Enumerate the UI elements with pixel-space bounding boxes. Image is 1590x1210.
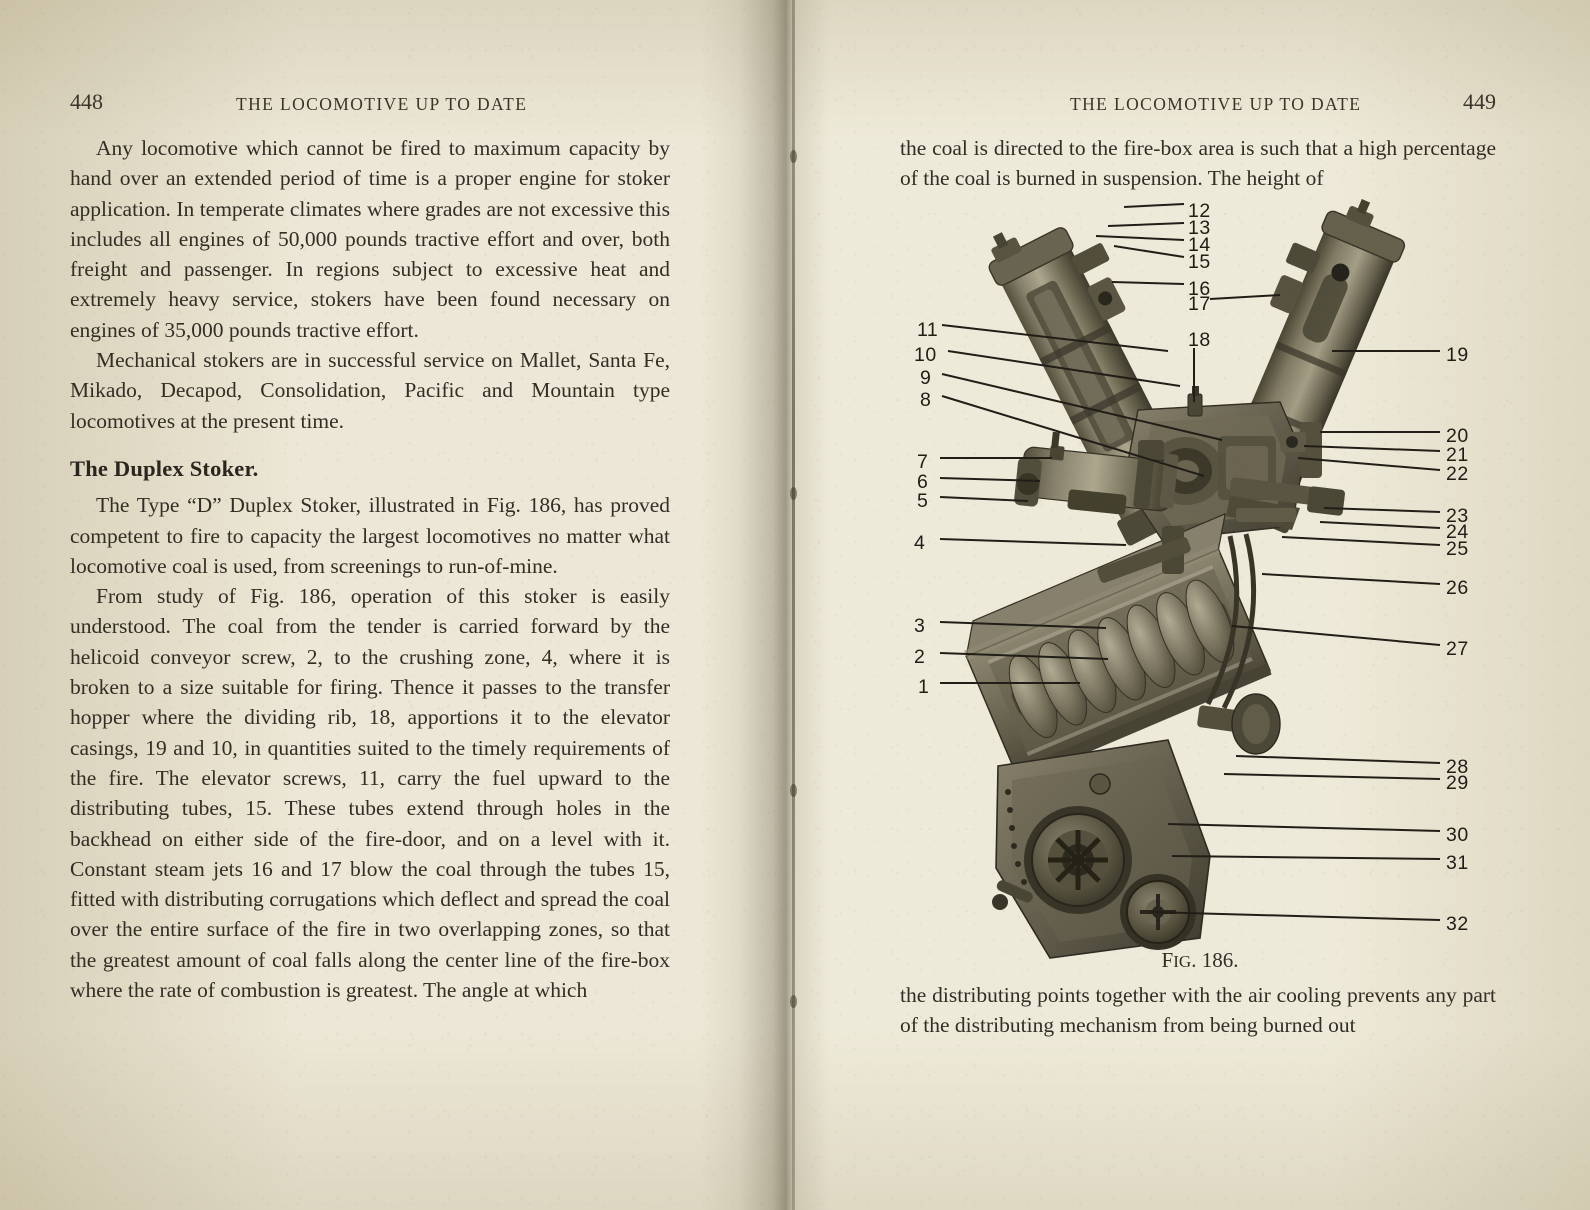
leader-line-6 [939,477,1041,482]
leader-line-3 [939,621,1107,629]
leader-line-17 [1209,294,1281,300]
callout-number-4: 4 [914,532,926,554]
left-page-running-head: THE LOCOMOTIVE UP TO DATE [236,94,528,114]
left-page-text-column: Any locomotive which cannot be fired to … [70,133,670,1005]
callout-number-31: 31 [1446,852,1469,874]
leader-line-10 [947,350,1181,387]
leader-line-26 [1261,573,1441,585]
gear-drive-housing [992,739,1211,959]
conveyor-trough [963,512,1272,782]
cross-brace [1097,537,1191,583]
leader-line-9 [941,373,1223,441]
leader-line-32 [1149,911,1441,921]
callout-number-17: 17 [1188,293,1211,315]
callout-number-8: 8 [920,389,932,411]
callout-number-29: 29 [1446,772,1469,794]
callout-number-21: 21 [1446,444,1469,466]
leader-line-8 [941,395,1205,477]
leader-line-16 [1111,281,1185,285]
leader-line-4 [939,538,1127,546]
leader-line-11 [941,324,1169,352]
leader-line-24 [1319,521,1441,529]
callout-number-3: 3 [914,615,926,637]
callout-number-22: 22 [1446,463,1469,485]
right-page-text-bottom: the distributing points together with th… [900,980,1496,1041]
callout-number-6: 6 [917,471,929,493]
callout-leader-lines [939,203,1441,921]
right-side-drive-shaft [1226,422,1345,530]
callout-number-16: 16 [1188,278,1211,300]
duplex-stoker-illustration [939,199,1441,959]
leader-line-25 [1281,536,1441,546]
section-heading: The Duplex Stoker. [70,455,259,481]
callout-number-10: 10 [914,344,937,366]
leader-line-22 [1297,457,1441,471]
leader-line-27 [1231,625,1441,646]
leader-line-21 [1303,445,1441,452]
leader-line-5 [939,496,1029,502]
right-page-text-top: the coal is directed to the fire-box are… [900,133,1496,194]
callout-number-1: 1 [918,676,930,698]
main-gear [1024,806,1132,914]
callout-number-15: 15 [1188,251,1211,273]
paragraph: the distributing points together with th… [900,983,1496,1038]
callout-number-5: 5 [917,490,929,512]
callout-number-18: 18 [1188,329,1211,351]
leader-line-30 [1167,823,1441,832]
callout-number-32: 32 [1446,913,1469,935]
paragraph: the coal is directed to the fire-box are… [900,136,1496,191]
leader-line-31 [1171,855,1441,860]
paragraph: Mechanical stokers are in successful ser… [70,348,670,433]
callout-number-12: 12 [1188,200,1211,222]
figure-caption-smallcaps: IG [1173,952,1192,971]
leader-line-15 [1113,245,1185,258]
leader-line-2 [939,652,1109,660]
paragraph: The Type “D” Duplex Stoker, illustrated … [70,493,670,578]
callout-number-19: 19 [1446,344,1469,366]
callout-number-23: 23 [1446,505,1469,527]
leader-line-29 [1223,773,1441,780]
right-page-folio: 449 [1463,89,1496,114]
callout-number-14: 14 [1188,234,1211,256]
leader-line-28 [1235,755,1441,764]
paragraph: Any locomotive which cannot be fired to … [70,136,670,342]
coupling-disc [1197,693,1281,755]
callout-number-30: 30 [1446,824,1469,846]
leader-line-14 [1095,235,1185,241]
stoker-machine-body [963,199,1406,959]
leader-line-12 [1123,203,1185,208]
figure-caption: FIG. 186. [900,948,1500,973]
callout-number-9: 9 [920,367,932,389]
callout-number-2: 2 [914,646,926,668]
leader-line-13 [1107,222,1185,227]
callout-number-11: 11 [917,319,939,341]
callout-number-26: 26 [1446,577,1469,599]
steam-jet-cylinder-assembly [1014,431,1179,515]
callout-number-7: 7 [917,451,929,473]
callout-number-25: 25 [1446,538,1469,560]
leader-line-23 [1323,507,1441,513]
right-page-running-head: THE LOCOMOTIVE UP TO DATE [1070,94,1362,114]
callout-number-20: 20 [1446,425,1469,447]
callout-number-27: 27 [1446,638,1469,660]
figure-caption-number: . 186. [1191,948,1239,972]
callout-number-24: 24 [1446,521,1469,543]
figure-caption-text: F [1161,948,1174,972]
left-page-sheet [0,0,795,1210]
connecting-linkage [1205,533,1257,710]
callout-number-28: 28 [1446,756,1469,778]
callout-number-13: 13 [1188,217,1211,239]
left-page-folio: 448 [70,89,103,114]
paragraph: From study of Fig. 186, operation of thi… [70,584,670,1003]
